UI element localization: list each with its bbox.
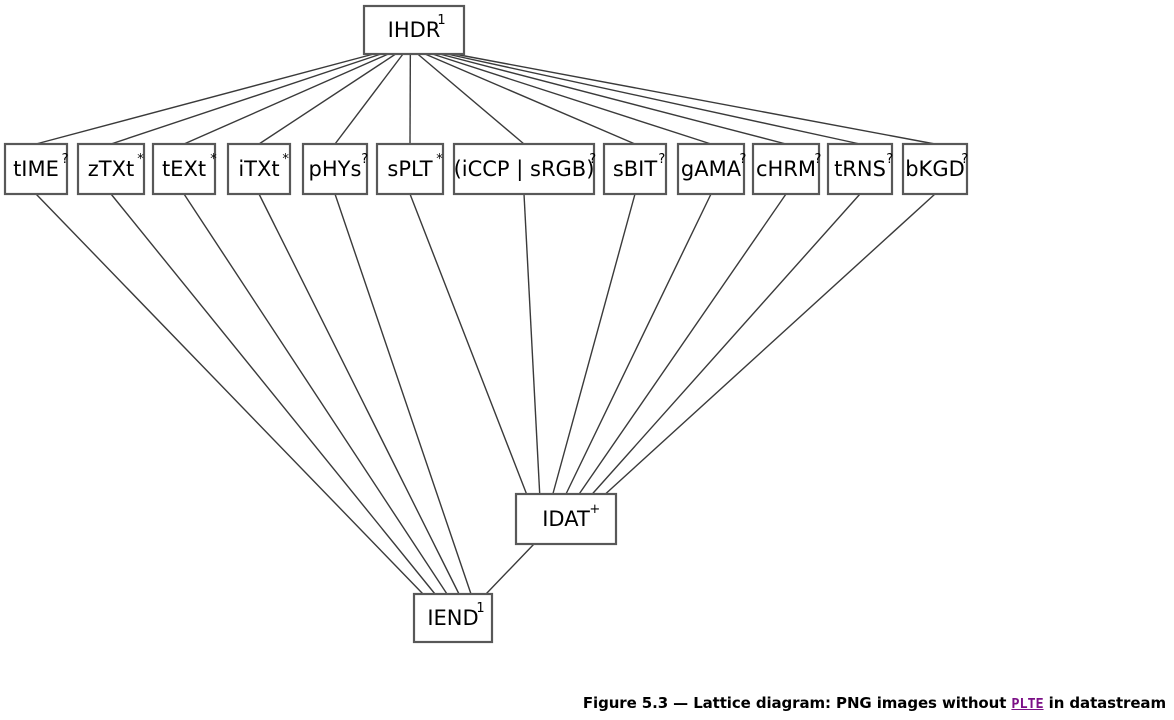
node-ihdr-superscript: 1 xyxy=(437,13,445,28)
node-chrm[interactable]: cHRM? xyxy=(751,142,822,196)
node-trns-label: tRNS xyxy=(834,157,886,181)
node-sbit-superscript: ? xyxy=(658,152,665,167)
edge-ihdr-to-sBIT xyxy=(424,53,636,145)
node-bkgd-label: bKGD xyxy=(905,157,965,181)
figure-caption: Figure 5.3 — Lattice diagram: PNG images… xyxy=(583,694,1166,712)
edges-to-idat-iend xyxy=(35,193,936,595)
node-iccp_srgb-superscript: ? xyxy=(589,152,596,167)
node-sbit-label: sBIT xyxy=(613,157,658,181)
edge-ihdr-to-bKGD xyxy=(454,53,936,145)
node-ztxt-superscript: * xyxy=(137,152,144,167)
node-trns-box[interactable] xyxy=(826,142,894,196)
node-chrm-superscript: ? xyxy=(815,152,822,167)
edge-ihdr-to-iCCP_sRGB xyxy=(417,53,525,145)
node-text-superscript: * xyxy=(210,152,217,167)
node-splt-label: sPLT xyxy=(387,157,432,181)
node-bkgd[interactable]: bKGD? xyxy=(901,142,969,196)
node-bkgd-box[interactable] xyxy=(901,142,969,196)
edge-iTXt-to-iend xyxy=(258,193,460,595)
edge-pHYs-to-iend xyxy=(334,193,472,595)
node-bkgd-superscript: ? xyxy=(961,152,968,167)
edge-zTXt-to-iend xyxy=(110,193,436,595)
node-itxt-box[interactable] xyxy=(226,142,292,196)
node-chrm-label: cHRM xyxy=(756,157,816,181)
node-trns[interactable]: tRNS? xyxy=(826,142,894,196)
node-sbit[interactable]: sBIT? xyxy=(602,142,668,196)
edge-ihdr-to-tRNS xyxy=(446,53,861,145)
edge-tEXt-to-iend xyxy=(183,193,448,595)
caption-prefix: Figure 5.3 — Lattice diagram: PNG images… xyxy=(582,694,1012,712)
node-iend-superscript: 1 xyxy=(476,601,484,616)
node-splt[interactable]: sPLT * xyxy=(375,142,445,196)
node-iccp_srgb[interactable]: (iCCP | sRGB)? xyxy=(452,142,597,196)
node-splt-box[interactable] xyxy=(375,142,445,196)
edge-sPLT-to-idat xyxy=(409,193,528,495)
node-time-box[interactable] xyxy=(3,142,69,196)
edge-ihdr-to-tEXt xyxy=(183,53,389,145)
node-ztxt-box[interactable] xyxy=(76,142,146,196)
node-ihdr-label: IHDR xyxy=(388,18,441,42)
node-iend-box[interactable] xyxy=(412,592,494,644)
edge-cHRM-to-idat xyxy=(578,193,787,495)
edge-tIME-to-iend xyxy=(35,193,424,595)
node-iccp_srgb-box[interactable] xyxy=(452,142,596,196)
edge-ihdr-to-zTXt xyxy=(110,53,382,145)
node-itxt-label: iTXt xyxy=(238,157,279,181)
node-ztxt[interactable]: zTXt* xyxy=(76,142,146,196)
plte-link[interactable]: PLTE xyxy=(1011,696,1044,712)
node-text-label: tEXt xyxy=(162,157,206,181)
edge-iCCP_sRGB-to-idat xyxy=(523,193,541,495)
edge-gAMA-to-idat xyxy=(565,193,712,495)
edge-tRNS-to-idat xyxy=(591,193,861,495)
node-phys-superscript: ? xyxy=(361,152,368,167)
node-itxt-superscript: * xyxy=(282,152,289,167)
node-sbit-box[interactable] xyxy=(602,142,668,196)
node-phys-label: pHYs xyxy=(309,157,362,181)
node-trns-superscript: ? xyxy=(886,152,893,167)
caption-suffix: in datastream xyxy=(1043,694,1166,712)
node-time-label: tIME xyxy=(13,157,59,181)
node-chrm-box[interactable] xyxy=(751,142,821,196)
edge-ihdr-to-pHYs xyxy=(334,53,404,145)
edge-ihdr-to-cHRM xyxy=(439,53,787,145)
node-idat[interactable]: IDAT+ xyxy=(514,492,618,546)
node-idat-label: IDAT xyxy=(542,507,590,531)
node-phys[interactable]: pHYs? xyxy=(301,142,369,196)
node-gama-superscript: ? xyxy=(740,152,747,167)
edge-sBIT-to-idat xyxy=(552,193,636,495)
edges-from-ihdr xyxy=(35,53,936,145)
edge-idat-to-iend xyxy=(485,543,535,595)
node-group: IHDR1tIME?zTXt*tEXt*iTXt*pHYs?sPLT*(iCCP… xyxy=(3,4,969,644)
node-itxt[interactable]: iTXt* xyxy=(226,142,292,196)
node-gama-box[interactable] xyxy=(676,142,746,196)
edge-ihdr-to-gAMA xyxy=(432,53,712,145)
node-iend-label: IEND xyxy=(427,606,478,630)
node-ihdr-box[interactable] xyxy=(362,4,466,56)
node-time[interactable]: tIME? xyxy=(3,142,69,196)
node-ztxt-label: zTXt xyxy=(88,157,134,181)
node-idat-superscript: + xyxy=(589,502,600,517)
node-iccp_srgb-label: (iCCP | sRGB) xyxy=(454,157,595,182)
node-phys-box[interactable] xyxy=(301,142,369,196)
edge-bKGD-to-idat xyxy=(604,193,936,495)
node-gama-label: gAMA xyxy=(681,157,742,181)
node-gama[interactable]: gAMA? xyxy=(676,142,747,196)
node-idat-box[interactable] xyxy=(514,492,618,546)
node-splt-superscript: * xyxy=(436,152,443,167)
edge-ihdr-to-iTXt xyxy=(258,53,397,145)
node-text[interactable]: tEXt * xyxy=(151,142,217,196)
edge-ihdr-to-tIME xyxy=(35,53,374,145)
node-text-box[interactable] xyxy=(151,142,217,196)
node-time-superscript: ? xyxy=(62,152,69,167)
